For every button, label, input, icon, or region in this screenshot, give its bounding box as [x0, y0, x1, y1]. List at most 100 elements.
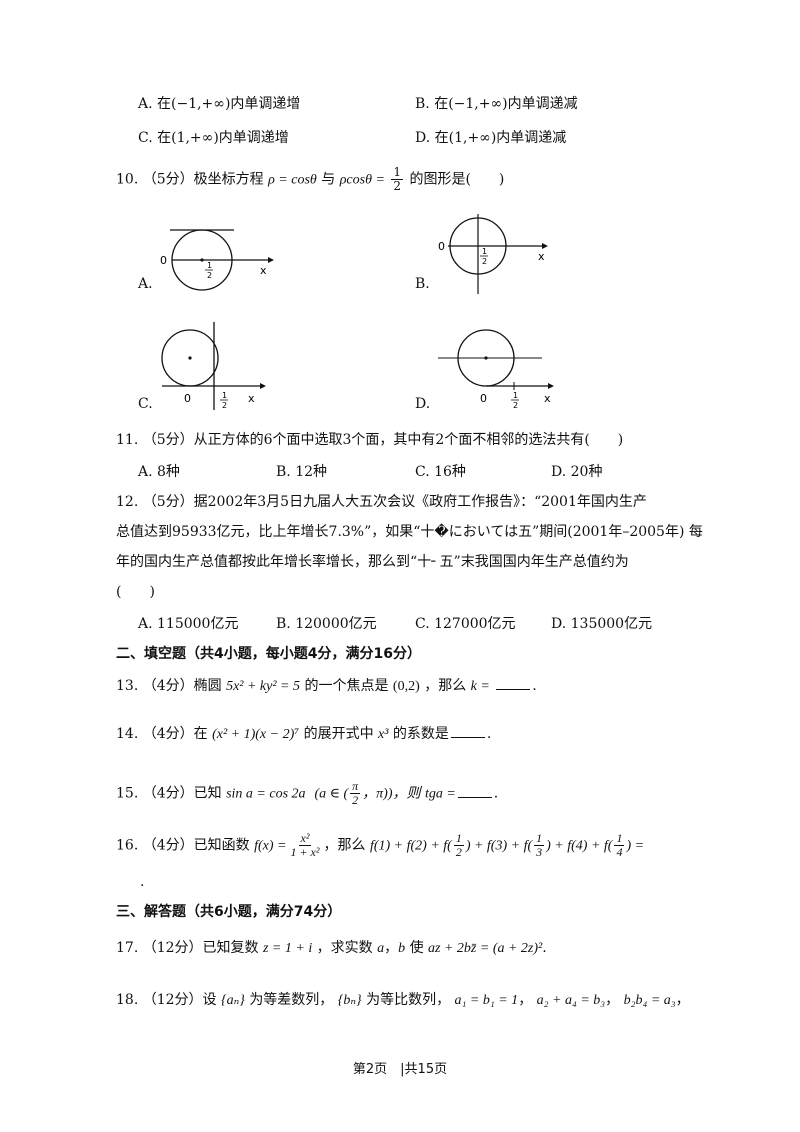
- q9-option-c: C. 在(1,+∞)内单调递增: [138, 130, 289, 146]
- q16-mid: ，那么: [323, 837, 366, 854]
- q15-var: tga =: [424, 786, 456, 802]
- q15-cond-suffix: ，π))，则: [362, 786, 421, 802]
- q18-text-2: 为等比数列，: [366, 992, 451, 1008]
- q14-expression: (x² + 1)(x − 2)⁷: [212, 727, 300, 742]
- q9-option-a: A. 在(−1,+∞)内单调递增: [138, 96, 301, 112]
- q10-figure-d: 0 x 1 2: [438, 329, 554, 410]
- q10-figure-b: 0 x 1 2: [438, 214, 548, 294]
- q17-mid: ，求实数: [316, 940, 373, 956]
- section-3-title: 三、解答题（共6小题，满分74分）: [116, 904, 342, 920]
- q16-sum-4: ) =: [626, 838, 645, 854]
- fig-c-arrow: [260, 383, 266, 389]
- fig-c-frac-den: 2: [222, 401, 227, 410]
- q11-option-c: C. 16种: [415, 464, 466, 480]
- q17-prefix: 17. （12分）已知复数: [116, 940, 259, 956]
- q16-n2: 1: [534, 831, 545, 846]
- q13-equation: 5x² + ky² = 5: [226, 679, 301, 694]
- q16-d1: 2: [455, 845, 462, 859]
- q10-figure-c: 0 x 1 2: [161, 322, 266, 410]
- fig-d-origin: 0: [480, 392, 487, 405]
- q16-d3: 4: [616, 845, 623, 859]
- q18-text-1: 为等差数列，: [249, 992, 334, 1008]
- q18-prefix: 18. （12分）设: [116, 992, 217, 1008]
- q12-line-2: 总值达到95933亿元，比上年增长7.3%”，如果“十�においては五”期间(20…: [116, 524, 703, 540]
- fig-b-x-label: x: [538, 250, 545, 263]
- q12-line-4: ( ): [116, 584, 155, 600]
- q10-label-d: D.: [415, 396, 431, 412]
- q10-label-a: A.: [138, 276, 153, 292]
- q12-option-b: B. 120000亿元: [276, 616, 377, 632]
- q10-label-c: C.: [138, 396, 153, 412]
- q14-prefix: 14. （4分）在: [116, 726, 208, 742]
- q17-a: a: [377, 941, 385, 956]
- q10-eq2: ρcosθ =: [339, 172, 385, 188]
- fig-d-x-label: x: [544, 392, 551, 405]
- fig-d-frac-num: 1: [513, 391, 518, 400]
- fig-b-origin: 0: [438, 240, 445, 253]
- q11-stem: 11. （5分）从正方体的6个面中选取3个面，其中有2个面不相邻的选法共有( ): [116, 432, 624, 448]
- fig-c-frac-num: 1: [222, 391, 227, 400]
- fig-a-frac-num: 1: [207, 261, 212, 270]
- q16-n3: 1: [614, 831, 625, 846]
- q10-half-num: 1: [391, 165, 404, 180]
- q18-sep-1: ，: [518, 992, 533, 1008]
- fig-d-arrow: [548, 383, 554, 389]
- q10-mid: 与: [321, 171, 336, 188]
- q12-option-a: A. 115000亿元: [138, 616, 239, 632]
- q13-answer-blank: [496, 677, 531, 690]
- q16-sum-3: ) + f(4) + f(: [546, 838, 613, 854]
- q15-end: .: [493, 785, 499, 802]
- q10-figure-a: 0 x 1 2: [160, 229, 274, 291]
- q13-mid: 的一个焦点是: [304, 678, 389, 694]
- q14-term: x³: [378, 727, 389, 742]
- q14-end: .: [486, 726, 492, 742]
- fig-c-x-label: x: [248, 392, 255, 405]
- q13-suffix: ，那么: [424, 678, 467, 694]
- q17-z: z = 1 + i: [262, 941, 313, 956]
- q15-pi-den: 2: [352, 793, 359, 807]
- fig-a-x-label: x: [260, 264, 267, 277]
- q18-cond-1: a₁ = b₁ = 1: [454, 993, 519, 1008]
- fig-d-frac-den: 2: [513, 401, 518, 410]
- fig-a-center-dot: [200, 258, 204, 262]
- q16-prefix: 16. （4分）已知函数: [116, 837, 250, 854]
- q18-an: {aₙ}: [220, 993, 245, 1008]
- q10-stem-suffix: 的图形是( ): [409, 171, 505, 188]
- q15-prefix: 15. （4分）已知: [116, 785, 222, 802]
- q16-sum-2: ) + f(3) + f(: [465, 838, 533, 854]
- q13-end: .: [532, 678, 537, 694]
- q16-sum-1: f(1) + f(2) + f(: [369, 838, 452, 854]
- q12-option-d: D. 135000亿元: [551, 616, 653, 632]
- q13-prefix: 13. （4分）椭圆: [116, 678, 222, 694]
- q12-line-1: 12. （5分）据2002年3月5日九届人大五次会议《政府工作报告》：“2001…: [116, 494, 647, 510]
- q17-use: 使: [409, 940, 424, 956]
- q17: 17. （12分）已知复数 z = 1 + i ，求实数 a，b 使 az + …: [116, 938, 547, 959]
- fig-a-frac-den: 2: [207, 271, 212, 280]
- q14-suffix: 的系数是: [392, 726, 449, 742]
- fig-b-frac-num: 1: [482, 247, 487, 256]
- q10-eq1: ρ = cosθ: [268, 172, 317, 188]
- q13-point: (0,2): [392, 679, 420, 694]
- q11-option-b: B. 12种: [276, 464, 328, 480]
- q16-fx: f(x) =: [254, 838, 287, 854]
- page-footer: 第2页 |共15页: [352, 1062, 448, 1077]
- q18-bn: {bₙ}: [337, 993, 362, 1008]
- q10-label-b: B.: [415, 276, 430, 292]
- q14-answer-blank: [450, 725, 485, 738]
- q17-equation: az + 2bz̄ = (a + 2z)²: [428, 941, 543, 956]
- q16-trailing-dot: .: [140, 874, 145, 890]
- fig-b-arrow: [542, 243, 548, 249]
- q17-comma: ，: [384, 940, 399, 956]
- q11-option-a: A. 8种: [138, 464, 180, 480]
- q12-option-c: C. 127000亿元: [415, 616, 516, 632]
- q13: 13. （4分）椭圆 5x² + ky² = 5 的一个焦点是 (0,2) ，那…: [116, 676, 537, 697]
- fig-b-frac-den: 2: [482, 257, 487, 266]
- q9-option-b: B. 在(−1,+∞)内单调递减: [415, 96, 578, 112]
- fig-c-origin: 0: [184, 392, 191, 405]
- q10-half-den: 2: [393, 179, 402, 193]
